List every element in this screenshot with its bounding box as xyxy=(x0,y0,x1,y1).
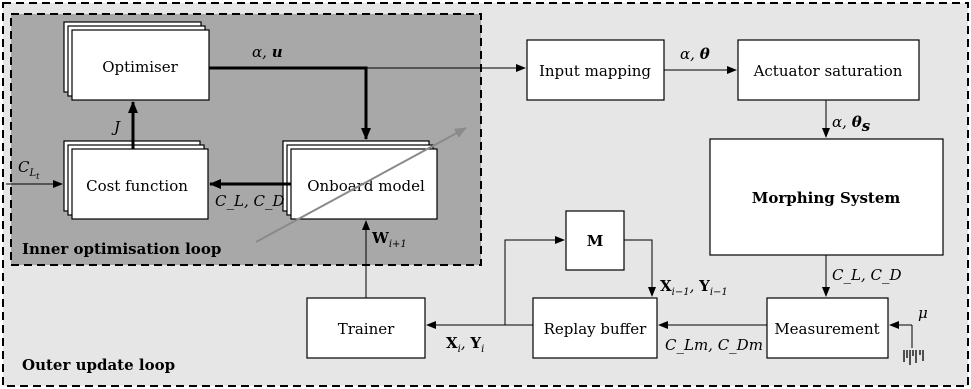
m-block: M xyxy=(565,210,625,271)
cost-function-label: Cost function xyxy=(86,177,188,195)
trainer-label: Trainer xyxy=(338,320,395,338)
optimiser-block: Optimiser xyxy=(63,21,210,101)
disturbance-signal-icon xyxy=(903,350,924,365)
trainer-block: Trainer xyxy=(306,297,426,359)
input-mapping-block: Input mapping xyxy=(526,39,665,101)
adaptation-arrow xyxy=(255,127,467,243)
signal-x-prev-y-prev: Xi−1, Yi−1 xyxy=(660,277,728,298)
m-block-label: M xyxy=(587,232,604,250)
measurement-block: Measurement xyxy=(766,297,889,359)
signal-cl-cd-inner: C_L, C_D xyxy=(215,192,284,210)
arrow-optimiser-to-onboard-model xyxy=(209,66,371,140)
signal-x-i-y-i: Xi, Yi xyxy=(446,334,484,355)
outer-update-loop-label: Outer update loop xyxy=(22,356,175,374)
cost-function-block: Cost function xyxy=(63,140,209,220)
arrow-replay-to-m xyxy=(504,236,565,325)
inner-optimisation-loop-label: Inner optimisation loop xyxy=(22,240,221,258)
morphing-system-block: Morphing System xyxy=(709,138,944,256)
morphing-system-label: Morphing System xyxy=(752,189,901,207)
signal-cl-t: CLt xyxy=(18,158,40,181)
onboard-model-label: Onboard model xyxy=(307,177,425,195)
signal-alpha-u: α, u xyxy=(252,43,283,61)
optimiser-label: Optimiser xyxy=(102,58,178,76)
arrow-m-to-replay xyxy=(624,239,656,297)
signal-alpha-theta-s: α, θs xyxy=(832,113,871,135)
signal-alpha-theta: α, θ xyxy=(680,45,710,63)
signal-mu: μ xyxy=(918,304,928,322)
replay-buffer-label: Replay buffer xyxy=(544,320,648,338)
replay-buffer-block: Replay buffer xyxy=(532,297,658,359)
measurement-label: Measurement xyxy=(774,320,879,338)
signal-j: J xyxy=(111,118,121,136)
input-mapping-label: Input mapping xyxy=(539,62,651,80)
actuator-saturation-block: Actuator saturation xyxy=(737,39,920,101)
signal-clm-cdm: C_Lm, C_Dm xyxy=(665,336,763,354)
signal-cl-cd-outer: C_L, C_D xyxy=(832,266,901,284)
signal-w-next: Wi+1 xyxy=(371,229,407,250)
onboard-model-block: Onboard model xyxy=(282,140,438,220)
actuator-saturation-label: Actuator saturation xyxy=(753,62,903,80)
